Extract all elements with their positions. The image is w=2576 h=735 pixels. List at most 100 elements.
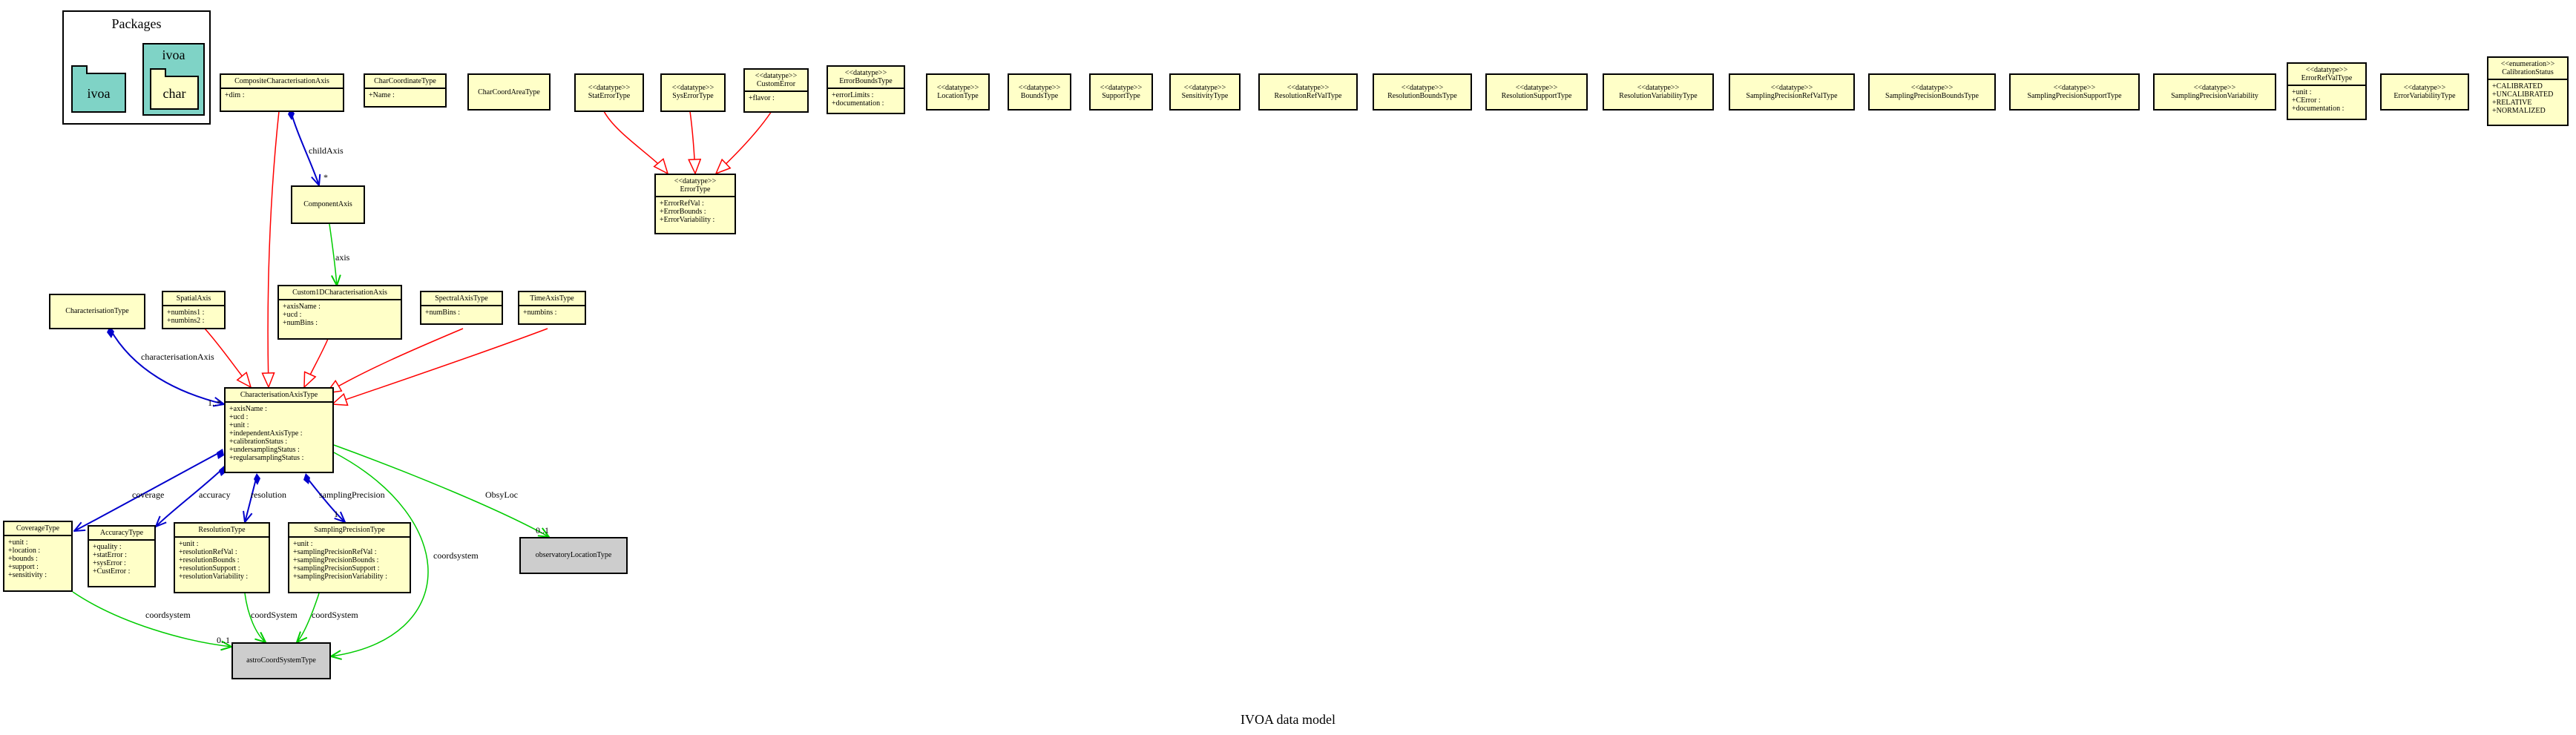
char-package-tab	[150, 68, 166, 77]
class-name: CharCoordAreaType	[478, 88, 540, 96]
packages-frame: Packages ivoa ivoa char	[62, 10, 211, 125]
edge-label-axis: axis	[335, 252, 350, 263]
class-resolution-variability-type[interactable]: <<datatype>> ResolutionVariabilityType	[1603, 73, 1714, 111]
class-attributes: +ErrorRefVal : +ErrorBounds : +ErrorVari…	[656, 196, 735, 226]
class-calibration-status[interactable]: <<enumeration>> CalibrationStatus +CALIB…	[2487, 56, 2569, 126]
class-char-coordinate-type[interactable]: CharCoordinateType +Name :	[364, 73, 447, 108]
class-name: ErrorBoundsType	[839, 77, 893, 85]
attribute: +documentation :	[832, 99, 884, 108]
class-error-type[interactable]: <<datatype>> ErrorType +ErrorRefVal : +E…	[654, 174, 736, 234]
class-sys-error-type[interactable]: <<datatype>> SysErrorType	[660, 73, 726, 112]
class-name: LocationType	[937, 92, 979, 100]
class-resolution-type[interactable]: ResolutionType +unit : +resolutionRefVal…	[174, 522, 270, 593]
class-characterisation-axis-type[interactable]: CharacterisationAxisType +axisName : +uc…	[224, 387, 334, 473]
association-obsy-loc	[333, 444, 549, 537]
class-name: ErrorRefValType	[2301, 74, 2353, 82]
class-component-axis[interactable]: ComponentAxis	[291, 185, 365, 224]
class-error-ref-val-type[interactable]: <<datatype>> ErrorRefValType +unit : +CE…	[2287, 62, 2367, 120]
attribute: +resolutionBounds :	[179, 556, 240, 564]
class-custom-error[interactable]: <<datatype>> CustomError +flavor :	[743, 68, 809, 113]
class-name: BoundsType	[1020, 92, 1059, 100]
generalization-stat-error	[603, 111, 668, 174]
class-observatory-location-type[interactable]: observatoryLocationType	[519, 537, 628, 574]
class-name: ErrorVariabilityType	[2393, 92, 2456, 100]
edge-label-coordsystem-left: coordsystem	[145, 610, 191, 620]
class-attributes: +CALIBRATED +UNCALIBRATED +RELATIVE +NOR…	[2488, 79, 2567, 117]
class-spectral-axis-type[interactable]: SpectralAxisType +numBins :	[420, 291, 503, 325]
class-error-bounds-type[interactable]: <<datatype>> ErrorBoundsType +errorLimit…	[827, 65, 905, 114]
class-header: <<datatype>> ErrorBoundsType	[828, 67, 904, 88]
composition-diamond-coverage	[217, 449, 224, 459]
edge-multiplicity-obsy-loc: 0..1	[536, 525, 549, 535]
class-stat-error-type[interactable]: <<datatype>> StatErrorType	[574, 73, 644, 112]
class-composite-characterisation-axis[interactable]: CompositeCharacterisationAxis +dim :	[220, 73, 344, 112]
edge-multiplicity-sampling: 1	[334, 509, 338, 519]
class-header: <<datatype>> BoundsType	[1009, 75, 1070, 105]
stereotype: <<datatype>>	[1637, 84, 1680, 92]
class-name: StatErrorType	[588, 92, 631, 100]
class-time-axis-type[interactable]: TimeAxisType +numbins :	[518, 291, 586, 325]
attribute: +ucd :	[229, 413, 249, 421]
class-accuracy-type[interactable]: AccuracyType +quality : +statError : +sy…	[88, 525, 156, 587]
class-name: observatoryLocationType	[535, 551, 612, 559]
class-char-coord-area-type[interactable]: CharCoordAreaType	[467, 73, 551, 111]
stereotype: <<datatype>>	[1910, 84, 1954, 92]
class-header: <<datatype>> SupportType	[1091, 75, 1151, 105]
class-attributes: +quality : +statError : +sysError : +Cus…	[89, 539, 154, 578]
stereotype: <<datatype>>	[1401, 84, 1444, 92]
class-header: <<datatype>> LocationType	[927, 75, 988, 105]
attribute: +sensitivity :	[8, 571, 47, 579]
attribute: +dim :	[225, 91, 245, 99]
class-name: ResolutionRefValType	[1274, 92, 1342, 100]
class-name: CoverageType	[16, 524, 60, 533]
class-name: CharCoordinateType	[374, 77, 436, 85]
class-spatial-axis[interactable]: SpatialAxis +numbins1 : +numbins2 :	[162, 291, 226, 329]
class-resolution-bounds-type[interactable]: <<datatype>> ResolutionBoundsType	[1373, 73, 1472, 111]
attribute: +resolutionRefVal :	[179, 548, 237, 556]
class-sensitivity-type[interactable]: <<datatype>> SensitivityType	[1169, 73, 1241, 111]
edge-label-coord-system-sampling: coordSystem	[312, 610, 358, 620]
class-error-variability-type[interactable]: <<datatype>> ErrorVariabilityType	[2380, 73, 2469, 111]
class-name: ComponentAxis	[303, 200, 352, 208]
class-resolution-support-type[interactable]: <<datatype>> ResolutionSupportType	[1485, 73, 1588, 111]
class-header: <<enumeration>> CalibrationStatus	[2488, 58, 2567, 79]
char-package[interactable]: char	[150, 68, 199, 110]
class-custom1d-characterisation-axis[interactable]: Custom1DCharacterisationAxis +axisName :…	[277, 285, 402, 340]
class-sampling-precision-variability[interactable]: <<datatype>> SamplingPrecisionVariabilit…	[2153, 73, 2276, 111]
char-package-label: char	[162, 86, 186, 101]
class-header: <<datatype>> CustomError	[745, 70, 807, 90]
ivoa-package-tab	[71, 65, 88, 74]
attribute: +ErrorVariability :	[660, 216, 715, 224]
class-coverage-type[interactable]: CoverageType +unit : +location : +bounds…	[3, 521, 73, 592]
class-support-type[interactable]: <<datatype>> SupportType	[1089, 73, 1153, 111]
class-sampling-precision-ref-val-type[interactable]: <<datatype>> SamplingPrecisionRefValType	[1729, 73, 1855, 111]
class-sampling-precision-support-type[interactable]: <<datatype>> SamplingPrecisionSupportTyp…	[2009, 73, 2140, 111]
ivoa-outer-package[interactable]: ivoa char	[142, 43, 205, 116]
generalization-custom-error	[716, 111, 772, 174]
class-sampling-precision-bounds-type[interactable]: <<datatype>> SamplingPrecisionBoundsType	[1868, 73, 1996, 111]
class-attributes: +dim :	[221, 88, 343, 102]
enum-literal: +UNCALIBRATED	[2492, 90, 2554, 99]
class-characterisation-type[interactable]: CharacterisationType	[49, 294, 145, 329]
class-location-type[interactable]: <<datatype>> LocationType	[926, 73, 990, 111]
stereotype: <<datatype>>	[1183, 84, 1226, 92]
attribute: +errorLimits :	[832, 91, 874, 99]
class-name: CustomError	[756, 80, 796, 88]
edge-label-obsy-loc: ObsyLoc	[485, 490, 518, 500]
class-bounds-type[interactable]: <<datatype>> BoundsType	[1008, 73, 1071, 111]
class-header: <<datatype>> SamplingPrecisionRefValType	[1730, 75, 1853, 105]
class-attributes: +numBins :	[421, 305, 502, 319]
class-attributes: +unit : +resolutionRefVal : +resolutionB…	[175, 536, 269, 583]
class-resolution-ref-val-type[interactable]: <<datatype>> ResolutionRefValType	[1258, 73, 1358, 111]
class-attributes: +unit : +CError : +documentation :	[2288, 85, 2365, 115]
attribute: +numbins2 :	[167, 317, 205, 325]
attribute: +resolutionVariability :	[179, 573, 249, 581]
attribute: +ErrorBounds :	[660, 208, 706, 216]
class-attributes: +flavor :	[745, 90, 807, 105]
class-name: ResolutionType	[198, 526, 246, 534]
class-name: TimeAxisType	[530, 294, 574, 303]
ivoa-package[interactable]: ivoa	[71, 65, 126, 113]
stereotype: <<datatype>>	[1018, 84, 1061, 92]
class-sampling-precision-type[interactable]: SamplingPrecisionType +unit : +samplingP…	[288, 522, 411, 593]
class-astro-coord-system-type[interactable]: astroCoordSystemType	[231, 642, 331, 679]
